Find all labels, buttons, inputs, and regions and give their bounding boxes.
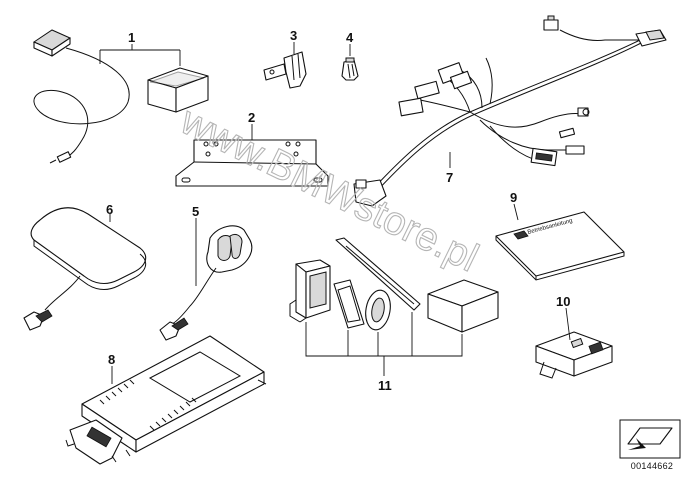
part-3-holder-clip-icon [263, 51, 307, 89]
callout-4: 4 [346, 30, 354, 45]
callout-11: 11 [378, 378, 392, 393]
callout-1: 1 [128, 30, 135, 45]
part-7-wiring-harness-icon [353, 15, 667, 207]
callout-9: 9 [510, 190, 517, 205]
callout-10-leader [565, 307, 571, 341]
callout-2: 2 [248, 110, 255, 125]
part-11-small-parts-set-icon [289, 237, 499, 333]
callout-3: 3 [290, 28, 297, 43]
part-10-module-icon [535, 331, 613, 379]
part-2-mounting-bracket-icon [175, 139, 329, 187]
part-9-manual-icon: Betriebsanleitung [495, 211, 625, 281]
callout-9-leader [513, 203, 519, 221]
part-5-small-antenna-icon [159, 225, 253, 341]
callout-7: 7 [446, 170, 453, 185]
document-number: 00144662 [630, 461, 674, 471]
part-8-control-unit-icon [65, 335, 267, 465]
part-1-antenna-with-cable-and-box-icon [32, 29, 209, 164]
part-6-flat-antenna-icon [23, 207, 147, 331]
exploded-view-arrow-icon [619, 419, 681, 459]
callout-5: 5 [192, 204, 199, 219]
callout-6: 6 [106, 202, 113, 217]
callout-8: 8 [108, 352, 115, 367]
part-4-plug-icon [341, 57, 359, 81]
callout-11-leader [305, 312, 463, 376]
callout-10: 10 [556, 294, 570, 309]
callout-1-leader [99, 44, 181, 66]
